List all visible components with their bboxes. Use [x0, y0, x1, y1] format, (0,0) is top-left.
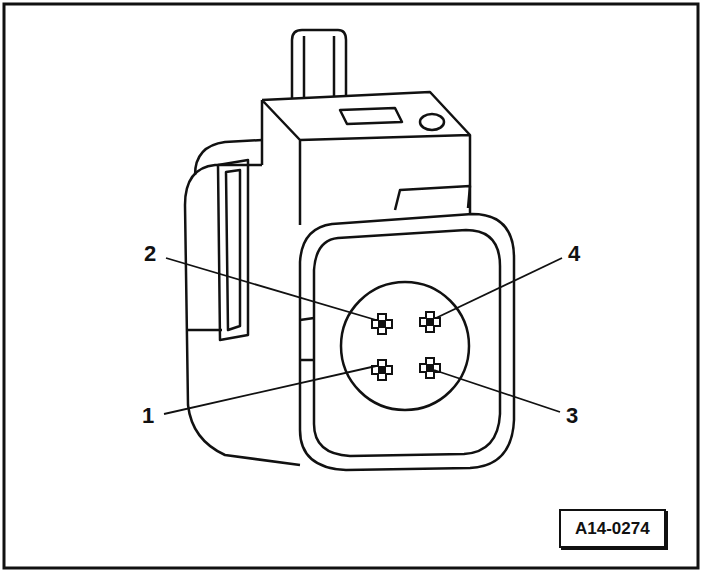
callout-number: 3 — [566, 405, 578, 427]
callout-number: 1 — [142, 405, 154, 427]
figure-reference-box: A14-0274 — [559, 509, 666, 548]
callout-number: 4 — [568, 243, 580, 265]
pin-contacts — [372, 312, 440, 380]
connector-housing — [185, 30, 514, 470]
figure-frame — [4, 4, 698, 568]
figure-reference: A14-0274 — [575, 520, 650, 537]
leader-lines — [164, 258, 562, 414]
callout-number: 2 — [144, 243, 156, 265]
